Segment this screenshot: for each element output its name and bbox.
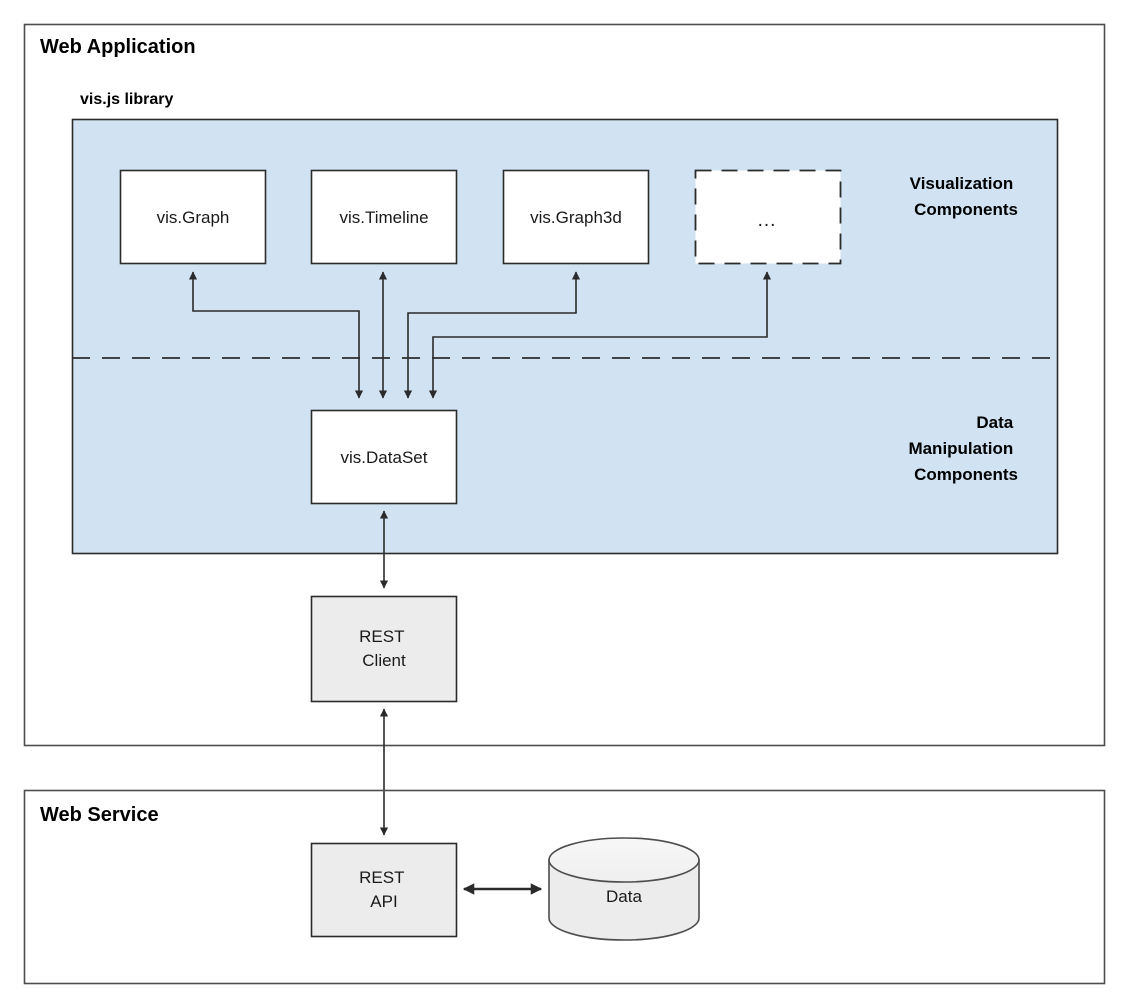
box-vis-graph-label: vis.Graph — [157, 208, 230, 227]
visualization-components-label-line1: Visualization — [910, 174, 1014, 193]
data-manipulation-label-line3: Components — [914, 465, 1018, 484]
cylinder-top — [548, 837, 700, 883]
box-rest-client[interactable] — [310, 595, 458, 703]
box-more-components-label: ... — [758, 210, 777, 231]
box-rest-api[interactable] — [310, 842, 458, 938]
data-manipulation-label-line2: Manipulation — [908, 439, 1013, 458]
box-vis-timeline[interactable] — [310, 169, 458, 265]
data-manipulation-label-line1: Data — [976, 413, 1013, 432]
box-vis-timeline-label: vis.Timeline — [339, 208, 428, 227]
box-rest-client-label: REST Client — [359, 627, 409, 670]
box-more-components[interactable] — [694, 169, 842, 265]
cylinder-body — [548, 859, 700, 941]
visualization-components-label-line2: Components — [914, 200, 1018, 219]
shape-data-cylinder[interactable]: Data — [548, 837, 700, 941]
box-vis-graph3d[interactable] — [502, 169, 650, 265]
frame-web-application — [23, 23, 1106, 747]
box-rest-client-label-line1: REST — [359, 627, 404, 646]
box-vis-dataset-label: vis.DataSet — [341, 448, 428, 467]
box-vis-graph3d-label: vis.Graph3d — [530, 208, 622, 227]
frame-web-application-title: Web Application — [40, 36, 196, 58]
visualization-components-label: Visualization Components — [910, 174, 1018, 219]
box-rest-api-label-line2: API — [370, 892, 397, 911]
data-manipulation-components-label: Data Manipulation Components — [908, 413, 1018, 484]
library-title: vis.js library — [80, 91, 173, 108]
frame-web-service — [23, 789, 1106, 985]
box-vis-dataset[interactable] — [310, 409, 458, 505]
connector-more-components-dataset — [428, 271, 772, 399]
connector-vis-graph-dataset — [188, 271, 364, 399]
frame-web-service-title: Web Service — [40, 804, 159, 826]
box-vis-graph[interactable] — [119, 169, 267, 265]
box-rest-api-label-line1: REST — [359, 868, 404, 887]
box-data-store-label: Data — [606, 887, 642, 906]
box-rest-client-label-line2: Client — [362, 651, 406, 670]
box-rest-api-label: REST API — [359, 868, 409, 911]
